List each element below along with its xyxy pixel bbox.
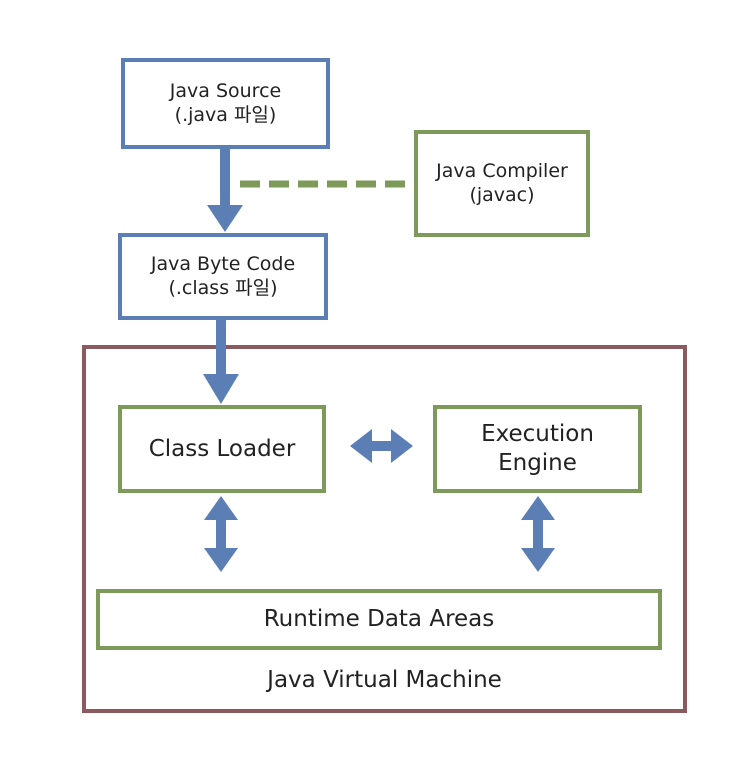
arrow-engine-runtime <box>521 496 555 572</box>
execution-engine-line1: Execution <box>481 421 594 448</box>
class-loader-box: Class Loader <box>118 405 326 493</box>
java-byte-code-box: Java Byte Code (.class 파일) <box>118 233 328 320</box>
java-compiler-title: Java Compiler <box>436 159 568 182</box>
class-loader-label: Class Loader <box>148 435 296 462</box>
runtime-data-areas-box: Runtime Data Areas <box>96 589 662 650</box>
execution-engine-line2: Engine <box>498 450 577 476</box>
arrow-loader-engine <box>350 429 413 463</box>
java-byte-code-subtitle: (.class 파일) <box>168 276 278 299</box>
arrow-loader-runtime <box>204 496 238 572</box>
java-source-subtitle: (.java 파일) <box>174 103 277 126</box>
arrow-source-to-bytecode <box>207 149 243 232</box>
arrow-bytecode-to-loader <box>203 320 239 404</box>
runtime-data-areas-label: Runtime Data Areas <box>263 606 495 633</box>
java-byte-code-title: Java Byte Code <box>150 252 296 275</box>
jvm-container <box>82 345 687 713</box>
java-compiler-subtitle: (javac) <box>469 183 535 206</box>
jvm-label: Java Virtual Machine <box>267 667 502 693</box>
java-source-box: Java Source (.java 파일) <box>121 58 330 149</box>
execution-engine-box: Execution Engine <box>433 405 642 493</box>
java-source-title: Java Source <box>169 79 282 102</box>
java-compiler-box: Java Compiler (javac) <box>414 130 590 237</box>
